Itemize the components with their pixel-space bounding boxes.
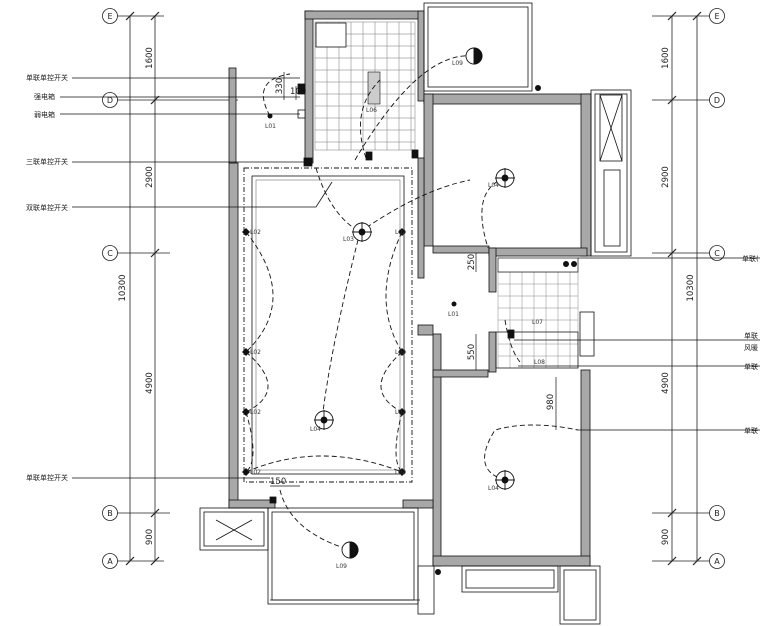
grid-C-left: C (107, 249, 113, 258)
label-L02-3: L02 (250, 409, 261, 416)
ceiling-inner (251, 175, 405, 475)
outline-lines (199, 2, 632, 625)
note-double-switch: 双联单控开关 (26, 203, 68, 212)
label-L07: L07 (532, 319, 543, 326)
grid-D-left: D (107, 96, 113, 105)
lower-bath-vanity (497, 257, 579, 273)
upper-bath-fixture (367, 71, 381, 105)
label-L03: L03 (343, 236, 354, 243)
label-L02-7: L02 (395, 409, 406, 416)
grid-C-right: C (714, 249, 720, 258)
dim-330: 330 (275, 78, 285, 94)
label-L09-bottom: L09 (336, 563, 347, 570)
grid-A-right: A (714, 557, 720, 566)
grid-B-left: B (107, 509, 113, 518)
note-strong-box: 强电箱 (34, 92, 55, 101)
wiring-lines (245, 55, 579, 549)
label-L09-top: L09 (452, 60, 463, 67)
right-dimension-chain (652, 11, 710, 566)
label-L02-2: L02 (250, 349, 261, 356)
dim-4900-right: 4900 (661, 372, 671, 394)
note-single-switch-top: 单联单控开关 (26, 73, 68, 82)
label-L04-bedroom2: L04 (488, 485, 499, 492)
walls (228, 10, 592, 567)
ceiling-outer (243, 167, 413, 483)
dim-150: 150 (270, 477, 286, 487)
label-L06: L06 (366, 107, 377, 114)
leader-lines (60, 77, 760, 479)
ceiling-light-L09-bottom (341, 541, 359, 559)
dim-980: 980 (546, 394, 556, 410)
label-L04-bedroom1: L04 (488, 182, 499, 189)
note-right-3: 单联 (744, 362, 758, 371)
label-L02-6: L02 (395, 349, 406, 356)
dim-1600-left: 1600 (145, 47, 155, 69)
label-L01-entry: L01 (265, 123, 276, 130)
dim-2900-right: 2900 (661, 166, 671, 188)
light-fixtures (314, 47, 515, 559)
dim-900-left: 900 (145, 529, 155, 545)
lower-bath-shower (495, 331, 579, 369)
ceiling-innermost (255, 179, 401, 471)
dim-2900-left: 2900 (145, 166, 155, 188)
note-right-2a: 单联 (744, 331, 758, 340)
dim-total-left: 10300 (118, 274, 128, 301)
dim-250: 250 (467, 254, 477, 270)
label-L02-5: L02 (395, 229, 406, 236)
note-triple-switch: 三联单控开关 (26, 157, 68, 166)
right-grid-bubbles (709, 8, 725, 569)
dim-4900-left: 4900 (145, 372, 155, 394)
note-right-2b: 风暖 (744, 344, 758, 352)
note-single-switch-bottom: 单联单控开关 (26, 473, 68, 482)
note-weak-box: 弱电箱 (34, 110, 55, 119)
dim-1600-right: 1600 (661, 47, 671, 69)
left-grid-bubbles (102, 8, 118, 569)
label-L04-living: L04 (310, 426, 321, 433)
dim-550: 550 (467, 344, 477, 360)
grid-D-right: D (714, 96, 720, 105)
ceiling-light-L04-living (314, 410, 334, 430)
grid-E-left: E (107, 12, 112, 21)
ceiling-light-L03 (352, 222, 372, 242)
label-L02-8: L02 (395, 469, 406, 476)
grid-B-right: B (714, 509, 720, 518)
dim-900-right: 900 (661, 529, 671, 545)
note-right-1: 单联( (742, 254, 759, 263)
label-L02-4: L02 (250, 469, 261, 476)
ceiling-light-L04-bedroom1 (495, 168, 515, 188)
left-dimension-chain (116, 11, 238, 566)
label-L08: L08 (534, 359, 545, 366)
ceiling-light-L09-top (465, 47, 483, 65)
ceiling-light-L04-bedroom2 (495, 470, 515, 490)
upper-bath-vanity (315, 22, 347, 48)
downlights (242, 85, 577, 575)
grid-A-left: A (107, 557, 113, 566)
grid-E-right: E (714, 12, 719, 21)
detail-dimension-lines (270, 72, 557, 487)
note-right-4: 单联 (744, 426, 758, 435)
label-L01-hall: L01 (448, 311, 459, 318)
dim-total-right: 10300 (686, 274, 696, 301)
label-L02-1: L02 (250, 229, 261, 236)
